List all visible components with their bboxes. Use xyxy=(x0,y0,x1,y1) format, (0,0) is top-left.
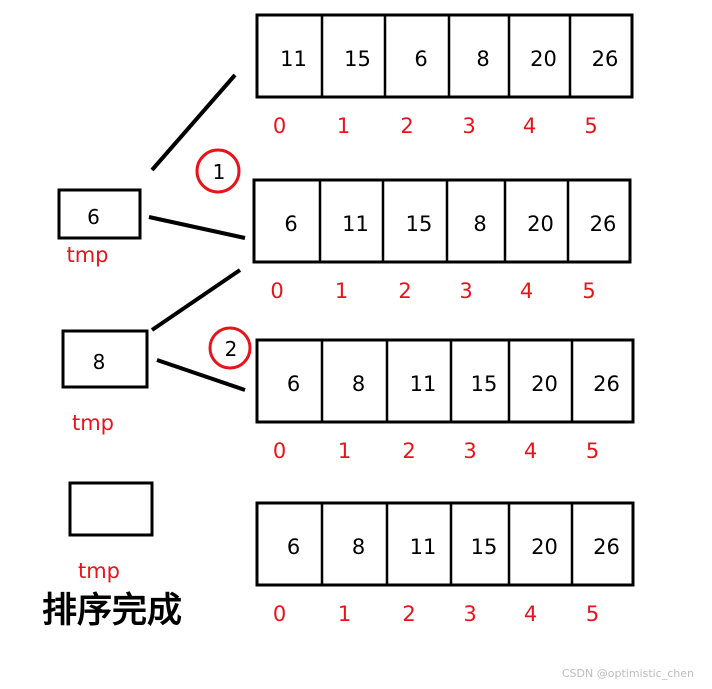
array-cell-value: 8 xyxy=(352,372,365,396)
array-cell-value: 11 xyxy=(342,212,369,236)
array-cell-value: 26 xyxy=(593,535,620,559)
array-box xyxy=(255,13,634,99)
array-index: 0 xyxy=(270,279,283,303)
array-index: 1 xyxy=(335,279,348,303)
tmp-value: 6 xyxy=(87,205,100,229)
array-index: 0 xyxy=(273,114,286,138)
array-index: 4 xyxy=(524,439,537,463)
array-box xyxy=(255,501,635,587)
array-index: 2 xyxy=(402,439,415,463)
tmp-box xyxy=(57,188,142,240)
connector-line xyxy=(150,268,242,332)
tmp-label: tmp xyxy=(78,559,120,583)
connector-line xyxy=(156,358,246,392)
array-cell-value: 11 xyxy=(410,535,437,559)
array-index: 0 xyxy=(273,602,286,626)
array-cell-value: 15 xyxy=(471,372,498,396)
array-index: 3 xyxy=(463,602,476,626)
array-index: 1 xyxy=(338,439,351,463)
array-index: 2 xyxy=(402,602,415,626)
array-cell-value: 26 xyxy=(592,47,619,71)
array-index: 5 xyxy=(586,602,599,626)
array-index: 3 xyxy=(462,114,475,138)
array-index: 5 xyxy=(586,439,599,463)
array-cell-value: 26 xyxy=(590,212,617,236)
array-index: 0 xyxy=(273,439,286,463)
tmp-value: 8 xyxy=(93,350,106,374)
array-cell-value: 11 xyxy=(410,372,437,396)
array-box xyxy=(255,338,635,424)
tmp-box xyxy=(61,329,149,389)
array-index: 2 xyxy=(400,114,413,138)
array-index: 1 xyxy=(338,602,351,626)
step-circle xyxy=(208,326,252,370)
array-index: 4 xyxy=(524,602,537,626)
array-index: 2 xyxy=(398,279,411,303)
connector-line xyxy=(150,73,237,172)
array-cell-value: 26 xyxy=(593,372,620,396)
step-number: 2 xyxy=(225,337,238,361)
array-index: 4 xyxy=(523,114,536,138)
array-cell-value: 11 xyxy=(280,47,307,71)
step-number: 1 xyxy=(213,160,226,184)
array-cell-value: 15 xyxy=(406,212,433,236)
array-cell-value: 8 xyxy=(352,535,365,559)
array-cell-value: 20 xyxy=(531,535,558,559)
array-index: 5 xyxy=(584,114,597,138)
tmp-label: tmp xyxy=(72,411,114,435)
array-cell-value: 6 xyxy=(414,47,427,71)
array-index: 5 xyxy=(582,279,595,303)
array-index: 4 xyxy=(520,279,533,303)
array-cell-value: 8 xyxy=(476,47,489,71)
array-cell-value: 6 xyxy=(284,212,297,236)
array-box xyxy=(252,178,632,264)
array-cell-value: 6 xyxy=(287,535,300,559)
tmp-box xyxy=(68,481,154,537)
array-index: 3 xyxy=(459,279,472,303)
array-index: 3 xyxy=(463,439,476,463)
array-cell-value: 20 xyxy=(531,372,558,396)
array-cell-value: 6 xyxy=(287,372,300,396)
step-circle xyxy=(195,148,241,194)
array-index: 1 xyxy=(337,114,350,138)
array-cell-value: 15 xyxy=(471,535,498,559)
array-cell-value: 15 xyxy=(344,47,371,71)
array-cell-value: 8 xyxy=(473,212,486,236)
tmp-label: tmp xyxy=(66,243,108,267)
done-label: 排序完成 xyxy=(42,590,182,631)
watermark: CSDN @optimistic_chen xyxy=(561,667,694,680)
array-cell-value: 20 xyxy=(530,47,557,71)
connector-line xyxy=(148,215,246,240)
array-cell-value: 20 xyxy=(527,212,554,236)
